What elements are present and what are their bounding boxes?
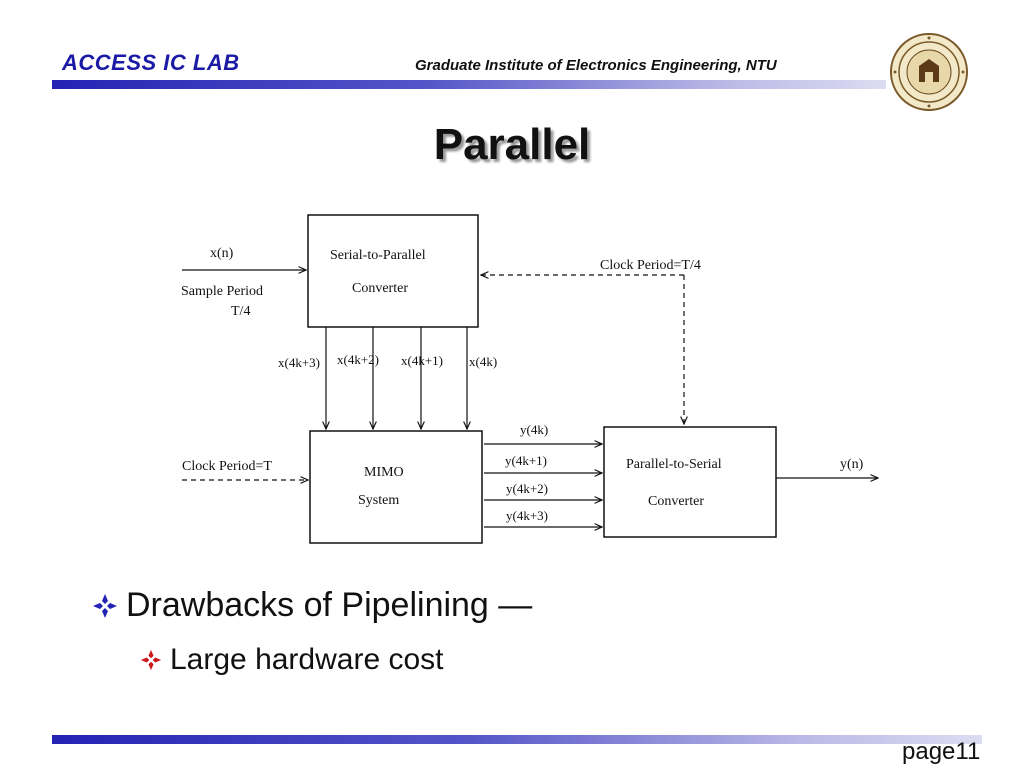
p2s-label-line2: Converter (648, 494, 704, 509)
university-seal-icon (890, 33, 968, 111)
header-divider-bar (52, 80, 886, 89)
mimo-block (309, 430, 483, 544)
output-label: y(n) (840, 457, 864, 472)
institute-name: Graduate Institute of Electronics Engine… (415, 57, 777, 74)
parallel-input-label: x(4k+2) (337, 352, 379, 367)
parallel-input-label: x(4k+1) (401, 353, 443, 368)
bullet-main: Drawbacks of Pipelining — (92, 586, 532, 625)
diamond-bullet-icon (140, 649, 162, 671)
diamond-bullet-icon (92, 593, 118, 619)
parallel-output-label: y(4k+2) (506, 481, 548, 496)
parallel-to-serial-block (603, 426, 777, 538)
bullet-sub-text: Large hardware cost (170, 643, 444, 676)
bullet-sub: Large hardware cost (140, 643, 444, 677)
s2p-label-line2: Converter (352, 281, 408, 296)
parallel-block-diagram: Serial-to-Parallel Converter MIMO System… (181, 214, 900, 544)
footer-divider-bar (52, 735, 982, 744)
bullet-main-text: Drawbacks of Pipelining — (126, 586, 533, 624)
parallel-output-label: y(4k+3) (506, 508, 548, 523)
parallel-output-label: y(4k) (520, 422, 548, 437)
clock-left-label: Clock Period=T (182, 459, 272, 474)
parallel-output-label: y(4k+1) (505, 453, 547, 468)
sample-period-value: T/4 (231, 304, 250, 319)
s2p-label-line1: Serial-to-Parallel (330, 248, 426, 263)
p2s-label-line1: Parallel-to-Serial (626, 457, 722, 472)
clock-top-label: Clock Period=T/4 (600, 258, 701, 273)
mimo-label-line2: System (358, 493, 399, 508)
page-number: page11 (902, 738, 981, 765)
lab-name: ACCESS IC LAB (62, 50, 240, 75)
input-label: x(n) (210, 246, 234, 261)
slide-title: Parallel (433, 120, 591, 169)
sample-period-label: Sample Period (181, 284, 263, 299)
parallel-input-label: x(4k) (469, 354, 497, 369)
parallel-input-label: x(4k+3) (278, 355, 320, 370)
serial-to-parallel-block (307, 214, 479, 328)
mimo-label-line1: MIMO (364, 465, 404, 480)
